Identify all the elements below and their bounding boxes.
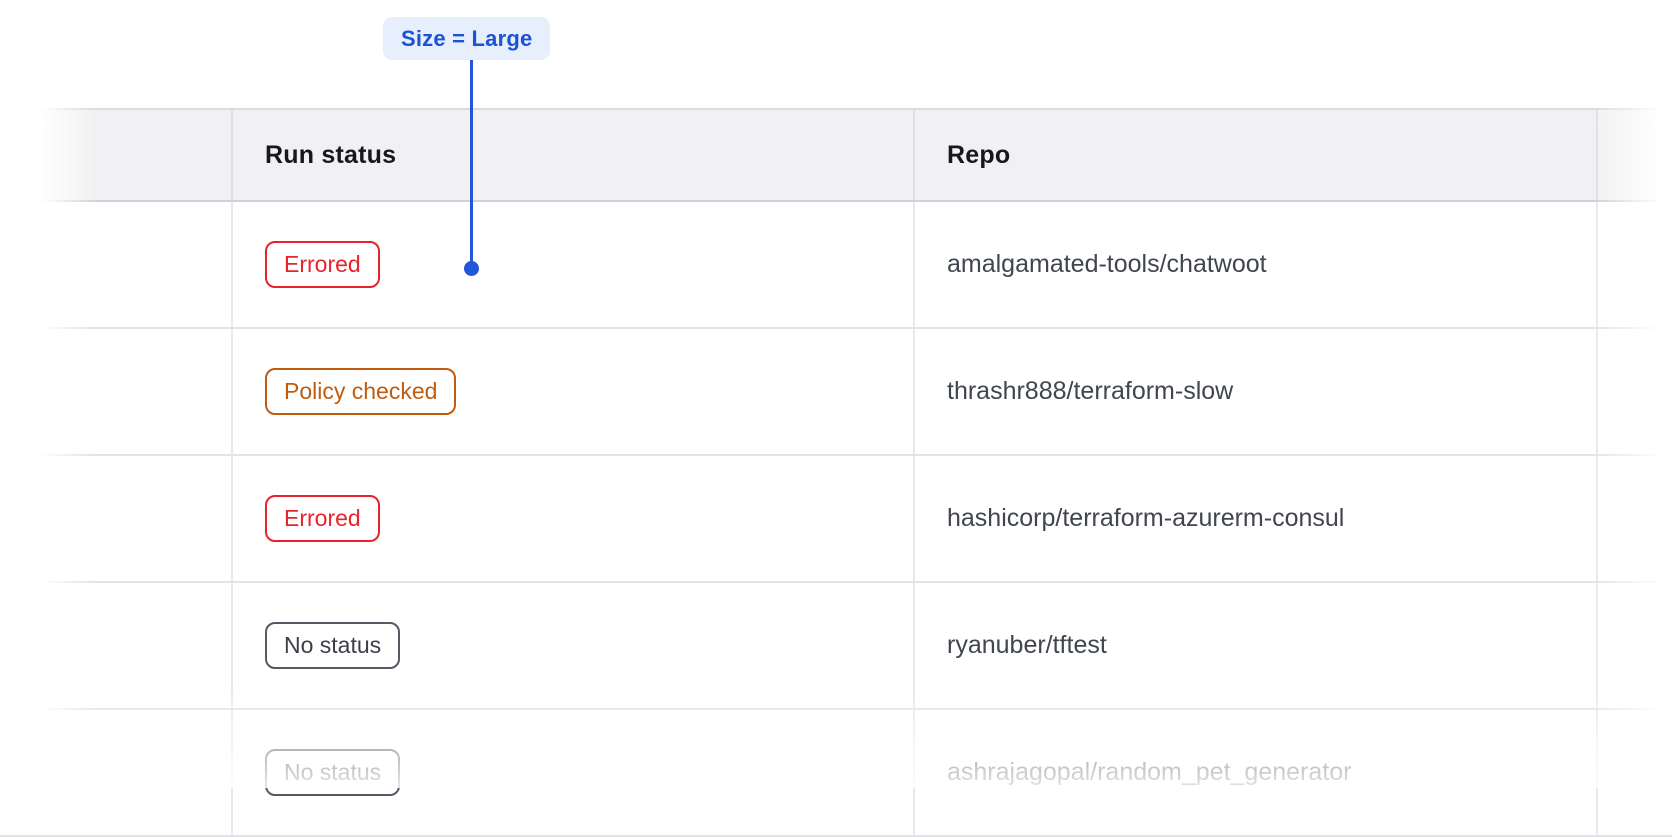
repo-cell: thrashr888/terraform-slow: [915, 329, 1598, 454]
repo-cell: ryanuber/tftest: [915, 583, 1598, 708]
trailing-cell: [1598, 202, 1672, 327]
repo-cell: hashicorp/terraform-azurerm-consul: [915, 456, 1598, 581]
table-row[interactable]: Errored hashicorp/terraform-azurerm-cons…: [0, 456, 1672, 583]
table-row[interactable]: Errored amalgamated-tools/chatwoot: [0, 202, 1672, 329]
table-header-row: Run status Repo: [0, 108, 1672, 202]
run-status-cell: No status: [233, 583, 915, 708]
run-status-badge: No status: [265, 622, 401, 669]
column-header-trailing: [1598, 110, 1672, 200]
run-status-cell: Policy checked: [233, 329, 915, 454]
trailing-cell: [1598, 583, 1672, 708]
table-row[interactable]: No status ryanuber/tftest: [0, 583, 1672, 710]
blank-cell: [0, 202, 233, 327]
run-status-cell: No status: [233, 710, 915, 835]
runs-table: Run status Repo Errored amalgamated-tool…: [0, 108, 1672, 837]
run-status-badge: Errored: [265, 495, 380, 542]
blank-cell: [0, 456, 233, 581]
run-status-badge: Policy checked: [265, 368, 457, 415]
size-annotation-label: Size = Large: [383, 17, 551, 60]
blank-cell: [0, 583, 233, 708]
table-row[interactable]: Policy checked thrashr888/terraform-slow: [0, 329, 1672, 456]
annotation-pointer-dot: [464, 261, 479, 276]
run-status-cell: Errored: [233, 456, 915, 581]
run-status-badge: Errored: [265, 241, 380, 288]
annotation-pointer-line: [470, 60, 473, 262]
column-header-run-status: Run status: [233, 110, 915, 200]
column-header-blank: [0, 110, 233, 200]
trailing-cell: [1598, 710, 1672, 835]
run-status-cell: Errored: [233, 202, 915, 327]
repo-cell: ashrajagopal/random_pet_generator: [915, 710, 1598, 835]
blank-cell: [0, 329, 233, 454]
column-header-repo: Repo: [915, 110, 1598, 200]
trailing-cell: [1598, 456, 1672, 581]
blank-cell: [0, 710, 233, 835]
trailing-cell: [1598, 329, 1672, 454]
table-row[interactable]: No status ashrajagopal/random_pet_genera…: [0, 710, 1672, 837]
repo-cell: amalgamated-tools/chatwoot: [915, 202, 1598, 327]
run-status-badge: No status: [265, 749, 401, 796]
